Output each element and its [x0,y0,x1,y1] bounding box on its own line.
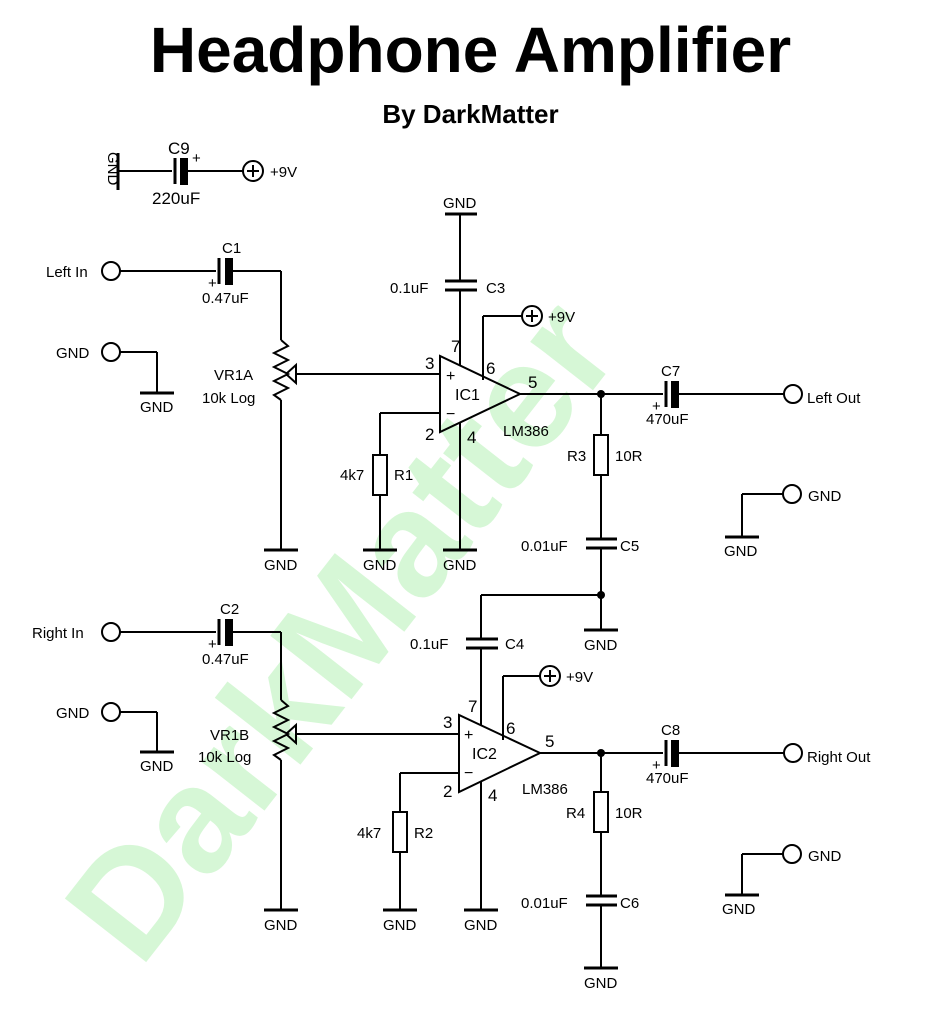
ic2-minus-sign: − [464,765,473,782]
r2-label: R2 [414,825,433,842]
c8-value: 470uF [646,770,689,787]
c5-gnd-label: GND [584,637,618,654]
right-out-gnd-label: GND [808,848,842,865]
ic1-pin5: 5 [528,373,537,392]
c4-value: 0.1uF [410,636,448,653]
right-channel-wiring: + + [101,594,803,970]
ic1-gnd-label: GND [443,557,477,574]
c8-label: C8 [661,722,680,739]
c9-supply-filter: + [116,150,264,190]
svg-text:+: + [652,757,661,774]
right-out-gnd-sym-label: GND [722,901,756,918]
ic1-pin4: 4 [467,428,476,447]
right-in-label: Right In [32,625,84,642]
vr1a-gnd-label: GND [264,557,298,574]
svg-text:+: + [208,636,217,653]
c9-plus9v-label: +9V [270,164,297,181]
c3-value: 0.1uF [390,280,428,297]
ic1-part-label: LM386 [503,423,549,440]
right-gnd-in-label: GND [56,705,90,722]
ic2-label: IC2 [472,746,497,763]
ic2-part-label: LM386 [522,781,568,798]
ic1-plus-sign: + [446,368,455,385]
svg-text:+: + [208,275,217,292]
ic2-pin7: 7 [468,697,477,716]
c7-label: C7 [661,363,680,380]
ic1-pin6: 6 [486,359,495,378]
c3-label: C3 [486,280,505,297]
left-out-label: Left Out [807,390,861,407]
r2-value: 4k7 [357,825,381,842]
ic1-plus9v-label: +9V [548,309,575,326]
c9-value: 220uF [152,189,200,208]
page-subtitle: By DarkMatter [382,99,559,129]
r1-gnd-label: GND [363,557,397,574]
ic1-label: IC1 [455,387,480,404]
left-gnd-in-sym-label: GND [140,399,174,416]
vr1b-value: 10k Log [198,749,251,766]
right-out-label: Right Out [807,749,871,766]
left-out-gnd-sym-label: GND [724,543,758,560]
c9-gnd-label: GND [104,152,121,186]
c3-gnd-label: GND [443,195,477,212]
ic1-pin2: 2 [425,425,434,444]
right-gnd-in-sym-label: GND [140,758,174,775]
ic2-pin6: 6 [506,719,515,738]
ic2-pin5: 5 [545,732,554,751]
page-title: Headphone Amplifier [149,14,792,86]
ic2-pin3: 3 [443,713,452,732]
ic2-gnd-label: GND [464,917,498,934]
c9-label: C9 [168,139,190,158]
c6-label: C6 [620,895,639,912]
vr1a-value: 10k Log [202,390,255,407]
ic2-pin4: 4 [488,786,497,805]
vr1a-label: VR1A [214,367,253,384]
c5-value: 0.01uF [521,538,568,555]
vr1b-label: VR1B [210,727,249,744]
c7-value: 470uF [646,411,689,428]
vr1b-gnd-label: GND [264,917,298,934]
left-channel-wiring: + + [101,212,803,632]
c4-label: C4 [505,636,524,653]
left-in-label: Left In [46,264,88,281]
c6-value: 0.01uF [521,895,568,912]
c6-gnd-label: GND [584,975,618,992]
r2-gnd-label: GND [383,917,417,934]
c1-value: 0.47uF [202,290,249,307]
c1-label: C1 [222,240,241,257]
r4-value: 10R [615,805,643,822]
r4-label: R4 [566,805,585,822]
svg-text:+: + [192,150,201,167]
r3-label: R3 [567,448,586,465]
ic1-minus-sign: − [446,406,455,423]
c2-label: C2 [220,601,239,618]
svg-text:+: + [652,398,661,415]
ic2-pin2: 2 [443,782,452,801]
ic2-plus-sign: + [464,727,473,744]
left-out-gnd-label: GND [808,488,842,505]
ic2-plus9v-label: +9V [566,669,593,686]
r1-label: R1 [394,467,413,484]
c2-value: 0.47uF [202,651,249,668]
ic1-pin3: 3 [425,354,434,373]
ic1-pin7: 7 [451,337,460,356]
r3-value: 10R [615,448,643,465]
left-gnd-in-label: GND [56,345,90,362]
r1-value: 4k7 [340,467,364,484]
watermark-text: DarkMatter [33,269,648,990]
c5-label: C5 [620,538,639,555]
